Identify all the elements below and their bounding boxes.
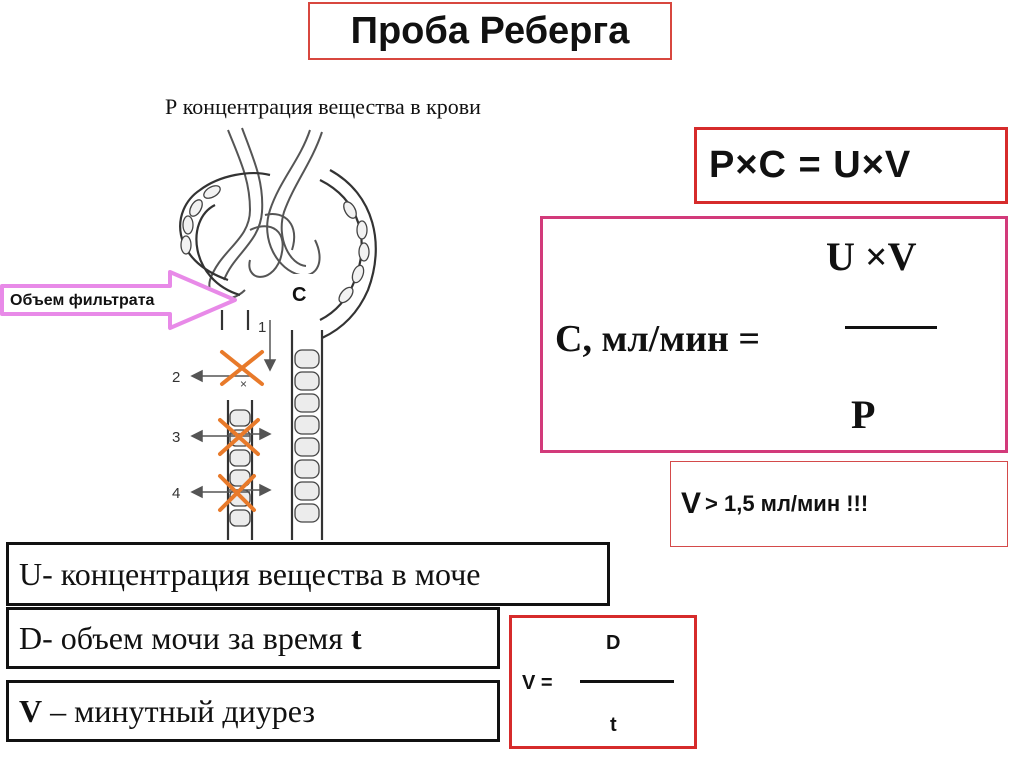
tube-number-3: 3 bbox=[172, 429, 180, 446]
definition-u-text: U- концентрация вещества в моче bbox=[19, 555, 481, 592]
definition-v: V – минутный диурез bbox=[6, 680, 500, 742]
balance-formula: P×C = U×V bbox=[694, 127, 1008, 204]
definition-u: U- концентрация вещества в моче bbox=[6, 542, 610, 606]
diuresis-lhs: V = bbox=[522, 672, 553, 694]
nephron-illustration: 1 2 3 4 × bbox=[172, 127, 377, 540]
tube-number-2: 2 bbox=[172, 369, 180, 386]
small-cross-mark: × bbox=[240, 377, 247, 391]
blocked-crosses bbox=[218, 350, 264, 512]
tube-numbers: 1 2 3 4 bbox=[172, 319, 266, 502]
diuresis-norm-text: > 1,5 мл/мин !!! bbox=[705, 491, 869, 516]
diuresis-numerator: D bbox=[606, 632, 621, 654]
clearance-formula: U ×V С, мл/мин = P bbox=[540, 216, 1008, 453]
fraction-line bbox=[580, 680, 674, 683]
filtrate-label: Объем фильтрата bbox=[10, 292, 155, 309]
slide-title: Проба Реберга bbox=[308, 2, 672, 60]
c-label-background bbox=[284, 274, 320, 316]
clearance-numerator: U ×V bbox=[826, 234, 917, 279]
clearance-denominator: P bbox=[851, 392, 876, 437]
tube-number-4: 4 bbox=[172, 485, 180, 502]
definition-d-t: t bbox=[351, 619, 362, 656]
diuresis-denominator: t bbox=[610, 714, 617, 736]
tube-number-1: 1 bbox=[258, 319, 266, 336]
filtrate-arrow bbox=[0, 270, 237, 330]
c-label: С bbox=[292, 284, 307, 306]
definition-v-text: – минутный диурез bbox=[42, 692, 315, 729]
definition-v-symbol: V bbox=[19, 692, 43, 729]
definition-d: D- объем мочи за время t bbox=[6, 607, 500, 669]
balance-formula-text: P×C = U×V bbox=[709, 144, 912, 186]
title-text: Проба Реберга bbox=[350, 9, 630, 52]
definition-d-text: D- объем мочи за время bbox=[19, 619, 352, 656]
diuresis-formula: D V = t bbox=[509, 615, 697, 749]
fraction-line bbox=[845, 326, 937, 329]
diuresis-norm-note: V > 1,5 мл/мин !!! bbox=[670, 461, 1008, 547]
v-symbol: V bbox=[681, 487, 702, 520]
clearance-lhs: С, мл/мин = bbox=[555, 318, 761, 360]
capsule-cells bbox=[180, 185, 370, 304]
blood-concentration-caption: Р концентрация вещества в крови bbox=[165, 94, 481, 119]
